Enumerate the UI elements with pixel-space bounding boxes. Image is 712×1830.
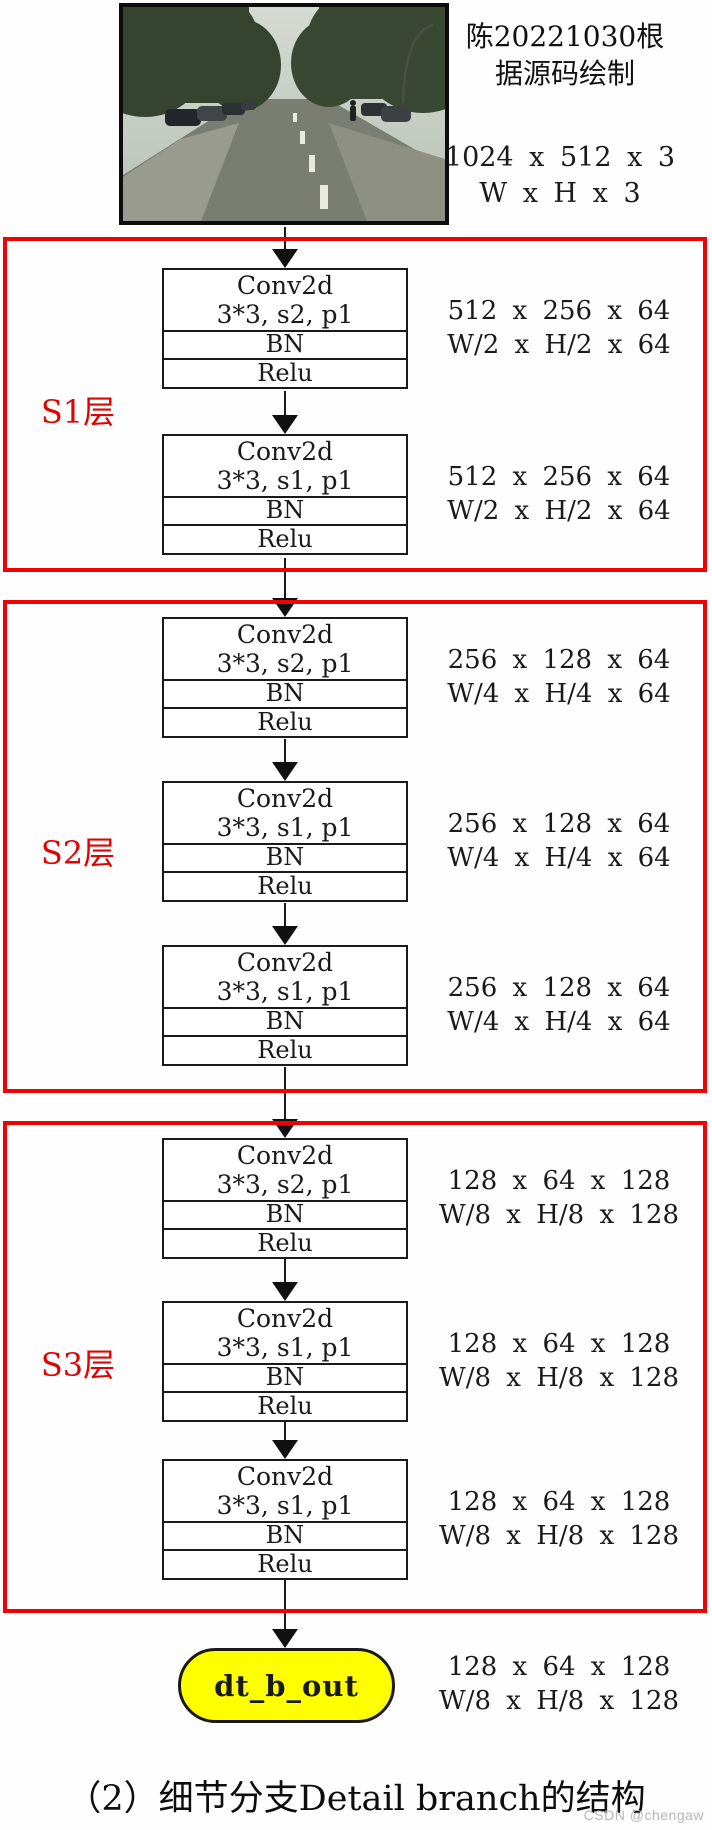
- dims-symbolic: W/4 x H/4 x 64: [447, 843, 671, 873]
- conv-block-s1-1: Conv2d 3*3, s2, p1 BN Relu: [162, 268, 408, 389]
- dims-s1-1: 512 x 256 x 64 W/2 x H/2 x 64: [428, 294, 690, 362]
- bn-row: BN: [164, 496, 406, 524]
- conv-params: 3*3, s2, p1: [216, 1170, 354, 1199]
- input-dims-numeric: 1024 x 512 x 3: [444, 142, 676, 173]
- relu-row: Relu: [164, 358, 406, 387]
- dims-numeric: 128 x 64 x 128: [447, 1329, 671, 1359]
- dims-numeric: 256 x 128 x 64: [447, 973, 671, 1003]
- street-scene-illustration: [123, 7, 445, 221]
- relu-row: Relu: [164, 524, 406, 553]
- bn-row: BN: [164, 1521, 406, 1549]
- bn-row: BN: [164, 1363, 406, 1391]
- dims-s2-3: 256 x 128 x 64 W/4 x H/4 x 64: [428, 971, 690, 1039]
- dims-numeric: 256 x 128 x 64: [447, 809, 671, 839]
- conv-op: Conv2d: [236, 784, 334, 813]
- stage-s1-box: [3, 237, 707, 572]
- conv-op: Conv2d: [236, 1304, 334, 1333]
- conv-block-s1-2: Conv2d 3*3, s1, p1 BN Relu: [162, 434, 408, 555]
- conv-params: 3*3, s1, p1: [216, 813, 354, 842]
- dims-s2-1: 256 x 128 x 64 W/4 x H/4 x 64: [428, 643, 690, 711]
- relu-row: Relu: [164, 1391, 406, 1420]
- dims-s3-2: 128 x 64 x 128 W/8 x H/8 x 128: [428, 1327, 690, 1395]
- conv-block-s2-3: Conv2d 3*3, s1, p1 BN Relu: [162, 945, 408, 1066]
- conv-op: Conv2d: [236, 437, 334, 466]
- conv-params: 3*3, s1, p1: [216, 466, 354, 495]
- conv-op: Conv2d: [236, 620, 334, 649]
- dims-symbolic: W/8 x H/8 x 128: [438, 1686, 679, 1716]
- conv-params: 3*3, s2, p1: [216, 300, 354, 329]
- relu-row: Relu: [164, 1549, 406, 1578]
- dims-numeric: 512 x 256 x 64: [447, 462, 671, 492]
- arrow-down-icon: [271, 1580, 299, 1648]
- relu-row: Relu: [164, 707, 406, 736]
- conv-params: 3*3, s1, p1: [216, 1491, 354, 1520]
- dims-symbolic: W/2 x H/2 x 64: [447, 496, 671, 526]
- dims-s3-1: 128 x 64 x 128 W/8 x H/8 x 128: [428, 1164, 690, 1232]
- attribution-line1: 陈20221030根: [465, 20, 665, 53]
- figure-caption: （2）细节分支Detail branch的结构: [66, 1779, 646, 1819]
- dims-s2-2: 256 x 128 x 64 W/4 x H/4 x 64: [428, 807, 690, 875]
- conv-block-s3-3: Conv2d 3*3, s1, p1 BN Relu: [162, 1459, 408, 1580]
- attribution-note: 陈20221030根 据源码绘制: [430, 18, 700, 92]
- output-node: dt_b_out: [178, 1648, 395, 1723]
- dims-numeric: 128 x 64 x 128: [447, 1166, 671, 1196]
- bn-row: BN: [164, 330, 406, 358]
- dims-symbolic: W/8 x H/8 x 128: [438, 1363, 679, 1393]
- dims-symbolic: W/2 x H/2 x 64: [447, 330, 671, 360]
- watermark: CSDN @chengaw: [583, 1807, 704, 1823]
- stage-s2-label: S2层: [40, 834, 116, 872]
- arrow-down-icon: [271, 1259, 299, 1301]
- arrow-down-icon: [271, 739, 299, 781]
- conv-block-s3-1: Conv2d 3*3, s2, p1 BN Relu: [162, 1138, 408, 1259]
- dims-numeric: 256 x 128 x 64: [447, 645, 671, 675]
- relu-row: Relu: [164, 1035, 406, 1064]
- conv-op: Conv2d: [236, 1462, 334, 1491]
- dims-numeric: 128 x 64 x 128: [447, 1487, 671, 1517]
- dims-symbolic: W/4 x H/4 x 64: [447, 1007, 671, 1037]
- bn-row: BN: [164, 843, 406, 871]
- conv-block-s2-2: Conv2d 3*3, s1, p1 BN Relu: [162, 781, 408, 902]
- conv-params: 3*3, s2, p1: [216, 649, 354, 678]
- conv-op: Conv2d: [236, 271, 334, 300]
- attribution-line2: 据源码绘制: [494, 57, 635, 90]
- input-dims: 1024 x 512 x 3 W x H x 3: [420, 140, 700, 212]
- bn-row: BN: [164, 1200, 406, 1228]
- bn-row: BN: [164, 679, 406, 707]
- output-label: dt_b_out: [214, 1668, 359, 1703]
- bn-row: BN: [164, 1007, 406, 1035]
- arrow-down-icon: [271, 391, 299, 434]
- conv-op: Conv2d: [236, 948, 334, 977]
- dims-s3-3: 128 x 64 x 128 W/8 x H/8 x 128: [428, 1485, 690, 1553]
- arrow-down-icon: [271, 903, 299, 945]
- conv-params: 3*3, s1, p1: [216, 977, 354, 1006]
- stage-s3-label: S3层: [40, 1346, 116, 1384]
- dims-numeric: 128 x 64 x 128: [447, 1652, 671, 1682]
- input-dims-symbolic: W x H x 3: [479, 178, 641, 209]
- dims-symbolic: W/8 x H/8 x 128: [438, 1200, 679, 1230]
- stage-s2-box: [3, 600, 707, 1093]
- conv-op: Conv2d: [236, 1141, 334, 1170]
- dims-symbolic: W/8 x H/8 x 128: [438, 1521, 679, 1551]
- conv-block-s2-1: Conv2d 3*3, s2, p1 BN Relu: [162, 617, 408, 738]
- dims-symbolic: W/4 x H/4 x 64: [447, 679, 671, 709]
- input-image: [119, 3, 449, 225]
- conv-block-s3-2: Conv2d 3*3, s1, p1 BN Relu: [162, 1301, 408, 1422]
- arrow-down-icon: [271, 1422, 299, 1459]
- dims-numeric: 512 x 256 x 64: [447, 296, 671, 326]
- dims-output: 128 x 64 x 128 W/8 x H/8 x 128: [428, 1650, 690, 1718]
- relu-row: Relu: [164, 871, 406, 900]
- conv-params: 3*3, s1, p1: [216, 1333, 354, 1362]
- stage-s3-box: [3, 1121, 707, 1613]
- stage-s1-label: S1层: [40, 393, 116, 431]
- dims-s1-2: 512 x 256 x 64 W/2 x H/2 x 64: [428, 460, 690, 528]
- relu-row: Relu: [164, 1228, 406, 1257]
